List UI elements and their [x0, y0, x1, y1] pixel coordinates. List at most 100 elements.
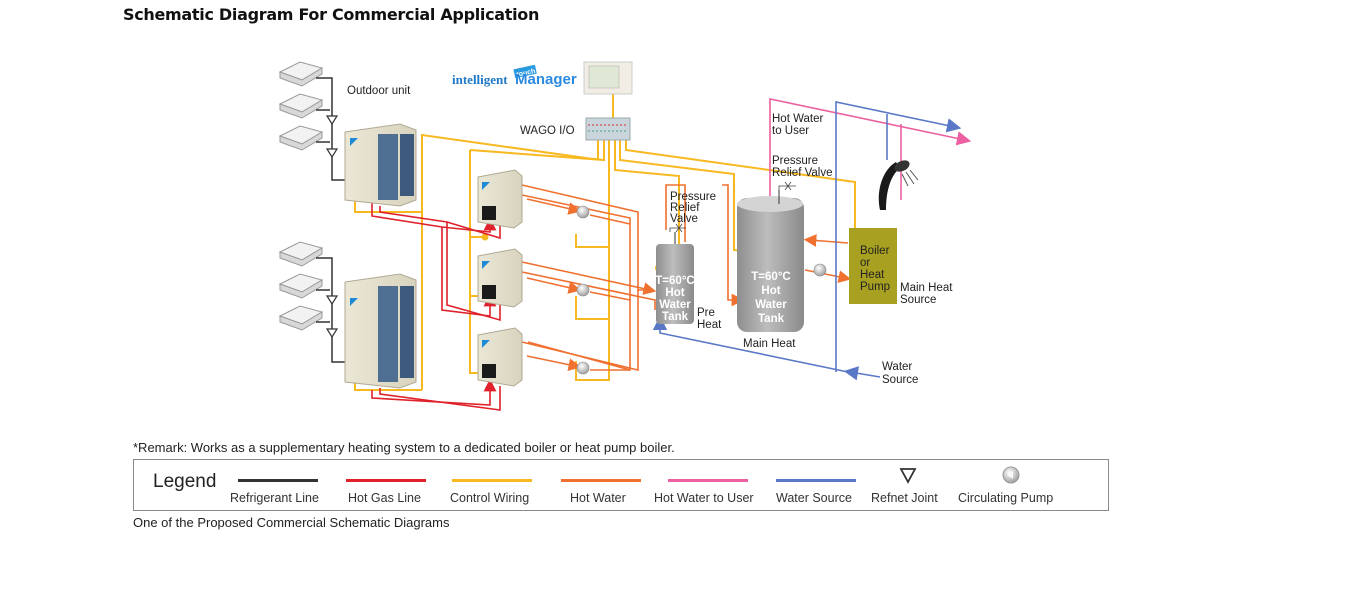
indoor-units-top — [278, 61, 324, 151]
pre-tank-label-line4: Tank — [662, 311, 689, 323]
cassette-unit-icon — [278, 61, 324, 87]
hot-gas-lines — [371, 200, 501, 411]
circulating-pump-icon — [1002, 466, 1020, 484]
legend-item-refnet-joint: Refnet Joint — [871, 460, 947, 512]
daikin-logo-icon — [482, 261, 490, 269]
pre-tank-label-line3: Water — [659, 299, 691, 311]
water-source-label: Water — [882, 361, 912, 373]
main-heat-label: Main Heat — [743, 338, 796, 350]
legend-swatch — [668, 479, 748, 482]
circulating-pump-icon — [576, 205, 590, 219]
legend-item-control-wiring: Control Wiring — [450, 460, 534, 512]
legend-label: Circulating Pump — [958, 491, 1054, 505]
legend-swatch — [776, 479, 856, 482]
remark-text: *Remark: Works as a supplementary heatin… — [133, 440, 675, 455]
boiler-label-line3: Heat — [860, 269, 885, 281]
boiler-label-line4: Pump — [860, 281, 890, 293]
legend-swatch — [238, 479, 318, 482]
wago-label: WAGO I/O — [520, 125, 575, 137]
cassette-unit-icon — [278, 93, 324, 119]
main-heat-source-label: Main Heat — [900, 282, 953, 294]
pre-prv-label: Pressure — [670, 191, 716, 203]
boiler-label-line2: or — [860, 257, 870, 269]
hot-water-to-user-label-line2: to User — [772, 125, 809, 137]
legend-title: Legend — [153, 471, 217, 492]
legend-item-hot-water-to-user: Hot Water to User — [654, 460, 764, 512]
main-prv-label-line2: Relief Valve — [772, 167, 833, 179]
pre-prv-label-line2: Relief — [670, 202, 700, 214]
svg-text:touch: touch — [516, 68, 536, 79]
pre-tank-label: T=60°C — [655, 275, 694, 287]
refnet-joint-icon — [325, 148, 339, 159]
daikin-logo-icon — [482, 340, 490, 348]
pre-heat-tank — [656, 232, 694, 324]
legend-label: Hot Water to User — [654, 491, 754, 505]
cassette-unit-icon — [278, 241, 324, 267]
water-source-lines — [652, 101, 962, 381]
outdoor-unit-top — [344, 123, 417, 207]
legend-item-water-source: Water Source — [776, 460, 860, 512]
refnet-joint-icon — [325, 295, 339, 306]
main-tank-label-line2: Hot — [761, 285, 780, 297]
intelligent-touch-manager-logo: intelligent touch Manager — [452, 64, 577, 88]
shower-head-icon — [878, 160, 919, 210]
pre-heat-label-line2: Heat — [697, 319, 722, 331]
boiler-label: Boiler — [860, 245, 890, 257]
legend-item-hot-gas-line: Hot Gas Line — [346, 460, 426, 512]
main-heat-source-label-line2: Source — [900, 294, 936, 306]
legend-item-refrigerant-line: Refrigerant Line — [230, 460, 322, 512]
hydrobox-unit — [477, 169, 523, 229]
pre-heat-label: Pre — [697, 307, 715, 319]
daikin-logo-icon — [350, 138, 358, 146]
main-hot-water-tank — [737, 190, 804, 332]
hydrobox-unit — [477, 327, 523, 387]
circulating-pump-icon — [576, 361, 590, 375]
refnet-joints — [325, 115, 339, 339]
hot-water-lines — [521, 184, 852, 372]
refrigerant-lines — [316, 77, 348, 363]
main-tank-label-line3: Water — [755, 299, 787, 311]
outdoor-unit-label: Outdoor unit — [347, 85, 411, 97]
touch-screen-controller — [583, 61, 633, 95]
svg-text:intelligent: intelligent — [452, 72, 508, 87]
legend-swatch — [561, 479, 641, 482]
legend-item-hot-water: Hot Water — [561, 460, 641, 512]
refnet-joint-icon — [325, 115, 339, 126]
legend-swatch — [452, 479, 532, 482]
main-tank-label-line4: Tank — [758, 313, 785, 325]
cassette-unit-icon — [278, 125, 324, 151]
cassette-unit-icon — [278, 273, 324, 299]
pre-prv-label-line3: Valve — [670, 213, 698, 225]
refnet-joint-icon — [325, 328, 339, 339]
main-prv-label: Pressure — [772, 155, 818, 167]
legend-label: Hot Water — [570, 491, 626, 505]
daikin-logo-icon — [350, 298, 358, 306]
main-tank-label: T=60°C — [751, 271, 790, 283]
legend-item-circulating-pump: Circulating Pump — [958, 460, 1068, 512]
legend: Legend Refrigerant Line Hot Gas Line Con… — [133, 459, 1109, 511]
hot-water-to-user-label: Hot Water — [772, 113, 824, 125]
legend-label: Water Source — [776, 491, 852, 505]
cassette-unit-icon — [278, 305, 324, 331]
refnet-joint-icon — [899, 468, 917, 484]
boiler-box — [849, 228, 897, 304]
figure-caption: One of the Proposed Commercial Schematic… — [133, 515, 450, 530]
hydrobox-unit — [477, 248, 523, 308]
legend-swatch — [346, 479, 426, 482]
circulating-pump-icon — [576, 283, 590, 297]
daikin-logo-icon — [482, 182, 490, 190]
indoor-units-bottom — [278, 241, 324, 331]
legend-label: Refrigerant Line — [230, 491, 319, 505]
legend-label: Control Wiring — [450, 491, 530, 505]
page-title: Schematic Diagram For Commercial Applica… — [123, 5, 540, 24]
pre-tank-label-line2: Hot — [665, 287, 684, 299]
outdoor-unit-bottom — [344, 273, 417, 389]
wago-io-module — [585, 117, 631, 141]
circulating-pumps — [576, 205, 827, 375]
pressure-relief-valve-icon — [669, 181, 796, 233]
water-source-label-line2: Source — [882, 374, 918, 386]
legend-label: Hot Gas Line — [348, 491, 421, 505]
legend-label: Refnet Joint — [871, 491, 938, 505]
svg-text:Manager: Manager — [515, 71, 577, 88]
